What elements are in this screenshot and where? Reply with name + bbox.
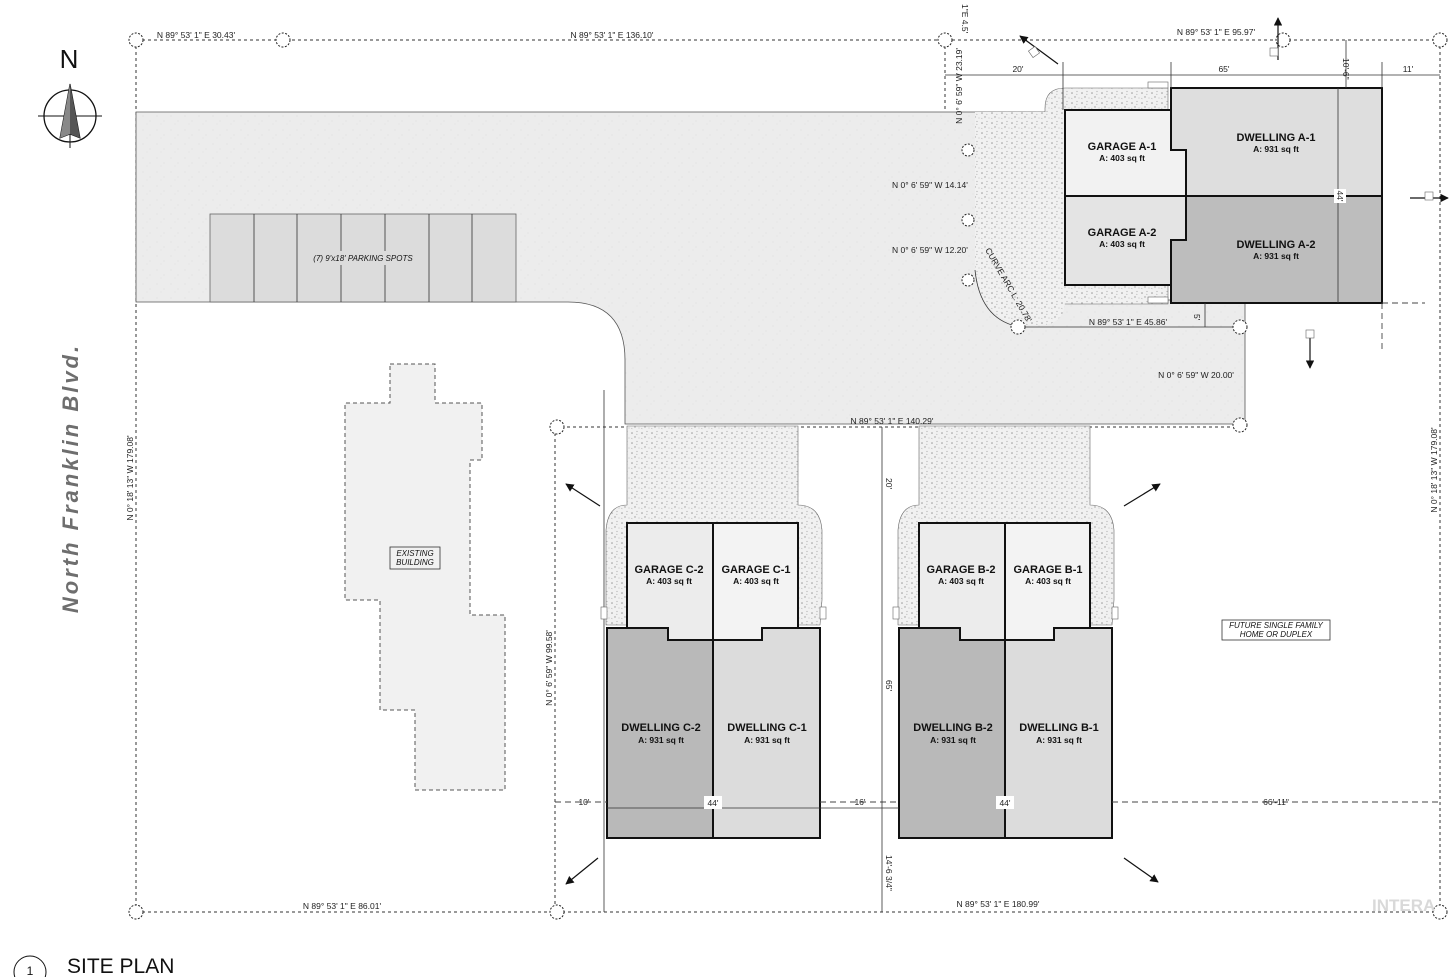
garage-b1-label: GARAGE B-1: [1013, 564, 1082, 576]
drawing-text: 44': [707, 798, 718, 808]
building-a: 44' GARAGE A-1 A: 403 sq ft GARAGE A-2 A…: [1064, 87, 1383, 304]
drawing-text: A: 403 sq ft: [1099, 239, 1145, 249]
garage-a1-label: GARAGE A-1: [1088, 141, 1157, 153]
drawing-text: 14'-6 3/4": [884, 855, 894, 891]
drawing-text: 65': [884, 680, 894, 691]
title-number: 1: [27, 964, 34, 977]
dwelling-b2-label: DWELLING B-2: [913, 722, 992, 734]
watermark: INTERA: [1372, 896, 1435, 915]
dwelling-c1-label: DWELLING C-1: [727, 722, 806, 734]
dwelling-c2-label: DWELLING C-2: [621, 722, 700, 734]
drawing-text: 11': [1403, 64, 1414, 74]
dwelling-a1-label: DWELLING A-1: [1236, 132, 1315, 144]
gravel-area-a-west: [975, 112, 1065, 325]
drawing-text: 65': [1218, 64, 1229, 74]
drawing-text: N 89° 53' 1" E 86.01': [303, 901, 382, 911]
drawing-text: FUTURE SINGLE FAMILY: [1229, 621, 1323, 630]
street-name: North Franklin Blvd.: [58, 343, 83, 613]
drawing-text: 10': [578, 797, 589, 807]
drawing-text: N 89° 53' 1" E 45.86': [1089, 317, 1168, 327]
drawing-text: 5': [1192, 314, 1202, 321]
drawing-text: 44': [999, 798, 1010, 808]
drawing-text: N 89° 53' 1" E 95.97': [1177, 27, 1256, 37]
parking-spots: (7) 9'x18' PARKING SPOTS: [209, 213, 517, 303]
drawing-text: A: 403 sq ft: [1099, 153, 1145, 163]
drawing-text: N 0° 18' 13" W 179.08': [1429, 427, 1439, 513]
drawing-text: BUILDING: [396, 558, 434, 567]
drawing-text: A: 931 sq ft: [1253, 251, 1299, 261]
survey-monuments: [128, 32, 1448, 920]
drawing-text: A: 403 sq ft: [646, 576, 692, 586]
drawing-text: N 0° 6' 59" W 12.20': [892, 245, 968, 255]
drawing-text: 1"E 4.5': [960, 4, 970, 34]
drawing-text: A: 931 sq ft: [930, 735, 976, 745]
building-c: GARAGE C-2 A: 403 sq ft GARAGE C-1 A: 40…: [606, 522, 821, 839]
north-arrow: N: [38, 44, 102, 148]
drawing-text: N 0° 6' 59" W 20.00': [1158, 370, 1234, 380]
drawing-text: 66'-11": [1263, 797, 1289, 807]
drawing-text: A: 931 sq ft: [1036, 735, 1082, 745]
drawing-text: EXISTING: [396, 549, 433, 558]
drawing-text: N 89° 53' 1" E 180.99': [957, 899, 1040, 909]
garage-a2-label: GARAGE A-2: [1088, 227, 1157, 239]
garage-b2-label: GARAGE B-2: [926, 564, 995, 576]
drawing-text: 44': [1335, 190, 1345, 201]
dimension-lines: 20' 65' 10'-6" 11' 5' 20' 65' 14'-6 3/4"…: [555, 40, 1440, 912]
drawing-text: A: 931 sq ft: [638, 735, 684, 745]
north-label: N: [60, 44, 79, 74]
drawing-text: 16': [854, 797, 865, 807]
door-marks: [600, 46, 1434, 620]
drawing-text: 20': [1012, 64, 1023, 74]
drawing-text: A: 403 sq ft: [733, 576, 779, 586]
drawing-text: N 0° 6' 59" W 99.58': [544, 630, 554, 706]
drawing-text: A: 931 sq ft: [1253, 144, 1299, 154]
garage-c1-label: GARAGE C-1: [721, 564, 790, 576]
drawing-text: N 89° 53' 1" E 30.43': [157, 30, 236, 40]
garage-c2-label: GARAGE C-2: [634, 564, 703, 576]
drawing-text: N 0° 6' 59" W 14.14': [892, 180, 968, 190]
drawing-text: 10'-6": [1341, 58, 1351, 80]
drawing-text: N 0° 18' 13" W 179.08': [125, 435, 135, 521]
drawing-text: A: 931 sq ft: [744, 735, 790, 745]
drawing-text: 20': [884, 478, 894, 489]
parking-label: (7) 9'x18' PARKING SPOTS: [313, 254, 413, 263]
drawing-text: N 89° 53' 1" E 140.29': [851, 416, 934, 426]
main-driveway: [135, 111, 1246, 425]
drawing-title: 1 SITE PLAN: [13, 955, 174, 977]
title-text: SITE PLAN: [67, 955, 174, 977]
dwelling-a2-label: DWELLING A-2: [1236, 239, 1315, 251]
drawing-text: N 89° 53' 1" E 136.10': [571, 30, 654, 40]
building-b: GARAGE B-2 A: 403 sq ft GARAGE B-1 A: 40…: [898, 522, 1113, 839]
drawing-text: HOME OR DUPLEX: [1240, 630, 1313, 639]
drawing-text: A: 403 sq ft: [938, 576, 984, 586]
future-home-note: FUTURE SINGLE FAMILY HOME OR DUPLEX: [1221, 619, 1331, 641]
drawing-text: N 0° 6' 59" W 23.19': [954, 48, 964, 124]
existing-building: EXISTING BUILDING: [344, 363, 506, 791]
dwelling-b1-label: DWELLING B-1: [1019, 722, 1098, 734]
drawing-text: A: 403 sq ft: [1025, 576, 1071, 586]
